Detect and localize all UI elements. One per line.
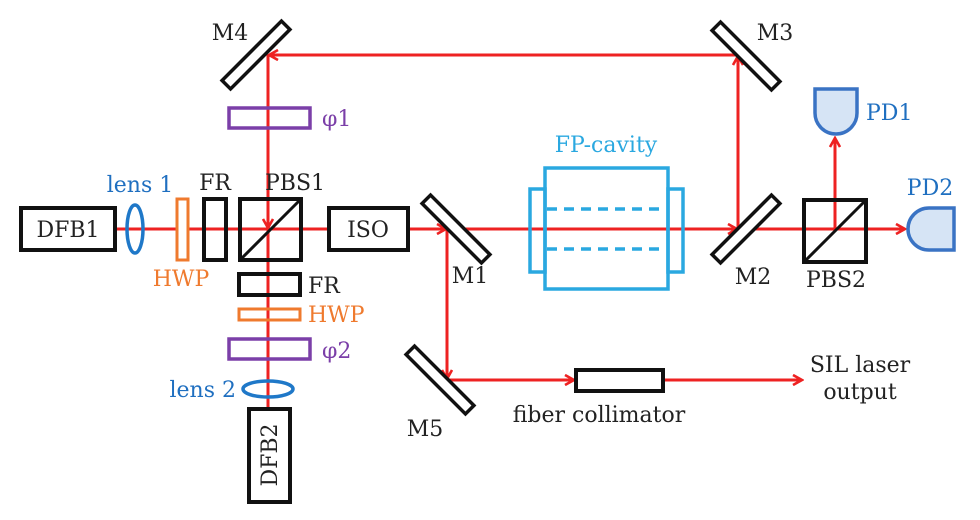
phi1-label: φ1 xyxy=(322,107,351,132)
fp-cavity: FP-cavity xyxy=(528,133,685,291)
output-label-line1: SIL laser xyxy=(810,353,911,378)
mirror-m3: M3 xyxy=(709,19,794,93)
pd1-label: PD1 xyxy=(866,101,912,126)
sil-laser-output: SIL laser output xyxy=(810,353,911,405)
fr1-label: FR xyxy=(199,171,232,196)
fr2-label: FR xyxy=(308,274,341,299)
mirror-m2: M2 xyxy=(709,192,783,290)
faraday-rotator-1: FR xyxy=(199,171,232,262)
photodetector-pd1: PD1 xyxy=(813,87,912,136)
pbs-1: PBS1 xyxy=(238,171,325,262)
mirror-m1: M1 xyxy=(419,192,493,289)
lens-1: lens 1 xyxy=(107,173,174,255)
pbs2-label: PBS2 xyxy=(806,268,866,293)
lens2-label: lens 2 xyxy=(169,378,236,403)
phi2-label: φ2 xyxy=(322,339,351,364)
phase-plate-phi2: φ2 xyxy=(227,337,351,364)
dfb2-label: DFB2 xyxy=(258,423,283,486)
lens-2: lens 2 xyxy=(169,378,295,403)
dfb1-label: DFB1 xyxy=(36,218,99,243)
m2-label: M2 xyxy=(735,265,772,290)
faraday-rotator-2: FR xyxy=(237,272,341,299)
hwp-2: HWP xyxy=(237,303,365,328)
dfb2-laser: DFB2 xyxy=(247,407,292,504)
hwp1-label: HWP xyxy=(153,267,210,292)
fiber-collimator: fiber collimator xyxy=(513,368,686,428)
m4-label: M4 xyxy=(212,21,249,46)
pbs1-label: PBS1 xyxy=(265,171,325,196)
pd2-label: PD2 xyxy=(907,176,953,201)
optical-isolator: ISO xyxy=(327,206,410,252)
lens1-label: lens 1 xyxy=(107,173,174,198)
m3-label: M3 xyxy=(757,21,794,46)
hwp-1: HWP xyxy=(153,197,210,292)
dfb1-laser: DFB1 xyxy=(19,206,117,252)
pbs-2: PBS2 xyxy=(802,198,868,293)
m5-label: M5 xyxy=(407,417,444,442)
mirror-m4: M4 xyxy=(212,18,293,92)
laser-beams xyxy=(115,55,905,408)
photodetector-pd2: PD2 xyxy=(906,176,956,252)
hwp2-label: HWP xyxy=(308,303,365,328)
output-label-line2: output xyxy=(823,380,897,405)
iso-label: ISO xyxy=(347,218,389,243)
mirror-m5: M5 xyxy=(403,343,477,442)
fiber-collimator-label: fiber collimator xyxy=(513,403,686,428)
fp-cavity-label: FP-cavity xyxy=(555,133,658,158)
phase-plate-phi1: φ1 xyxy=(227,106,351,132)
m1-label: M1 xyxy=(452,264,489,289)
